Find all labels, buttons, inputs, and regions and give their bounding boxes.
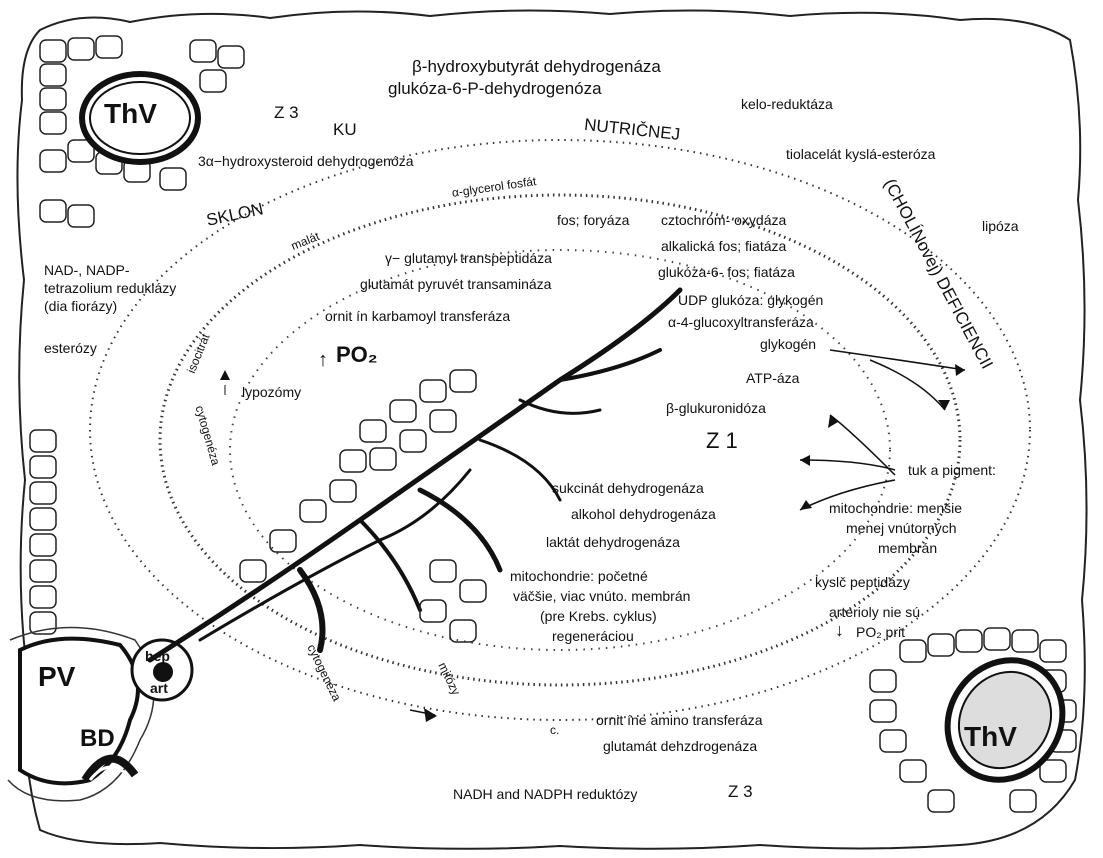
label-fos-foryaza: fos; foryáza — [557, 212, 629, 229]
vessel-label-bd: BD — [80, 730, 115, 747]
vessel-label-thv-bottom: ThV — [964, 728, 1017, 745]
label-lypozomy: lypozómy — [242, 384, 301, 401]
vessel-label-pv: PV — [38, 668, 75, 685]
label-ornit-karbamoyl: ornit ín karbamoyl transferáza — [325, 308, 510, 325]
label-atp: ATP-áza — [746, 370, 799, 387]
label-hydroxysteroid: 3α−hydroxysteroid dehydrogenóza — [198, 153, 414, 170]
label-glutamat-pyruvet: glutamát pyruvét transamináza — [360, 276, 551, 293]
label-alkalicka: alkalická fos; fiatáza — [661, 238, 786, 255]
label-nadh: NADH and NADPH reduktózy — [453, 786, 637, 803]
arc-word-ku: KU — [333, 121, 357, 138]
label-mito-right-3: membrán — [878, 540, 937, 557]
vessel-label-hep: hep — [145, 648, 170, 665]
title-line-1: β-hydroxybutyrát dehydrogenáza — [412, 58, 661, 75]
label-gamma-glutamyl: γ− glutamyl transpeptidáza — [385, 250, 552, 267]
label-kelo-reduktaza: kelo-reduktáza — [741, 96, 833, 113]
label-ornit-amino: ornit íne amino transferáza — [596, 712, 763, 729]
label-glukoza6fos: glukóza-6- fos; fiatáza — [658, 264, 795, 281]
zone-z1: Z 1 — [706, 432, 738, 449]
label-nad-line2: tetrazolium reduklázy — [44, 280, 176, 297]
label-mito-left-4: regeneráciou — [552, 628, 634, 645]
title-line-2: glukóza-6-P-dehydrogenóza — [388, 80, 602, 97]
label-glykogen: glykogén — [760, 336, 816, 353]
label-sukcinat: sukcinát dehydrogenáza — [552, 480, 704, 497]
label-po2-prit-arrow: ↓ — [835, 622, 844, 639]
label-kyslc: kyslč peptidázy — [815, 574, 910, 591]
label-lipoza: lipóza — [982, 218, 1019, 235]
label-tiolacelat: tiolacelát kyslá-esteróza — [786, 146, 935, 163]
label-udp: UDP glukóza: glykogén — [678, 292, 823, 309]
label-arterioly: arterioly nie sú — [829, 604, 920, 621]
label-esterozy: esterózy — [44, 340, 97, 357]
label-bglukuronidoza: β-glukuronidóza — [666, 400, 766, 417]
label-alpha4: α-4-glucoxyltransferáza — [668, 314, 814, 331]
label-mito-left-3: (pre Krebs. cyklus) — [540, 608, 657, 625]
vessel-label-thv-top: ThV — [104, 105, 157, 122]
label-glutamat-dehz: glutamát dehzdrogenáza — [603, 738, 757, 755]
label-po2-prit: PO₂ prit — [856, 624, 905, 641]
label-mito-left-2: väčšie, viac vnúto. membrán — [513, 588, 690, 605]
label-nad-line1: NAD-, NADP- — [44, 262, 130, 279]
label-c-letter: c. — [550, 722, 559, 739]
hepatocyte-cells-left-edge — [30, 430, 56, 634]
zone-z3-top: Z 3 — [274, 104, 299, 121]
label-mito-left-1: mitochondrie: početné — [510, 568, 648, 585]
label-tuk: tuk a pigment: — [908, 462, 996, 479]
label-po2: PO₂ — [336, 346, 378, 363]
label-mito-right-1: mitochondrie: menšie — [829, 500, 962, 517]
vessel-label-art: art — [150, 680, 168, 697]
label-po2-arrow: ↑ — [318, 352, 328, 369]
label-cytochrom: cztochróm- oxydáza — [661, 212, 786, 229]
label-mito-right-2: menej vnútorných — [846, 520, 957, 537]
label-laktat: laktát dehydrogenáza — [546, 534, 680, 551]
zone-z3-bottom: Z 3 — [728, 783, 753, 800]
label-nad-line3: (dia fiorázy) — [44, 298, 117, 315]
label-alkohol: alkohol dehydrogenáza — [571, 506, 716, 523]
